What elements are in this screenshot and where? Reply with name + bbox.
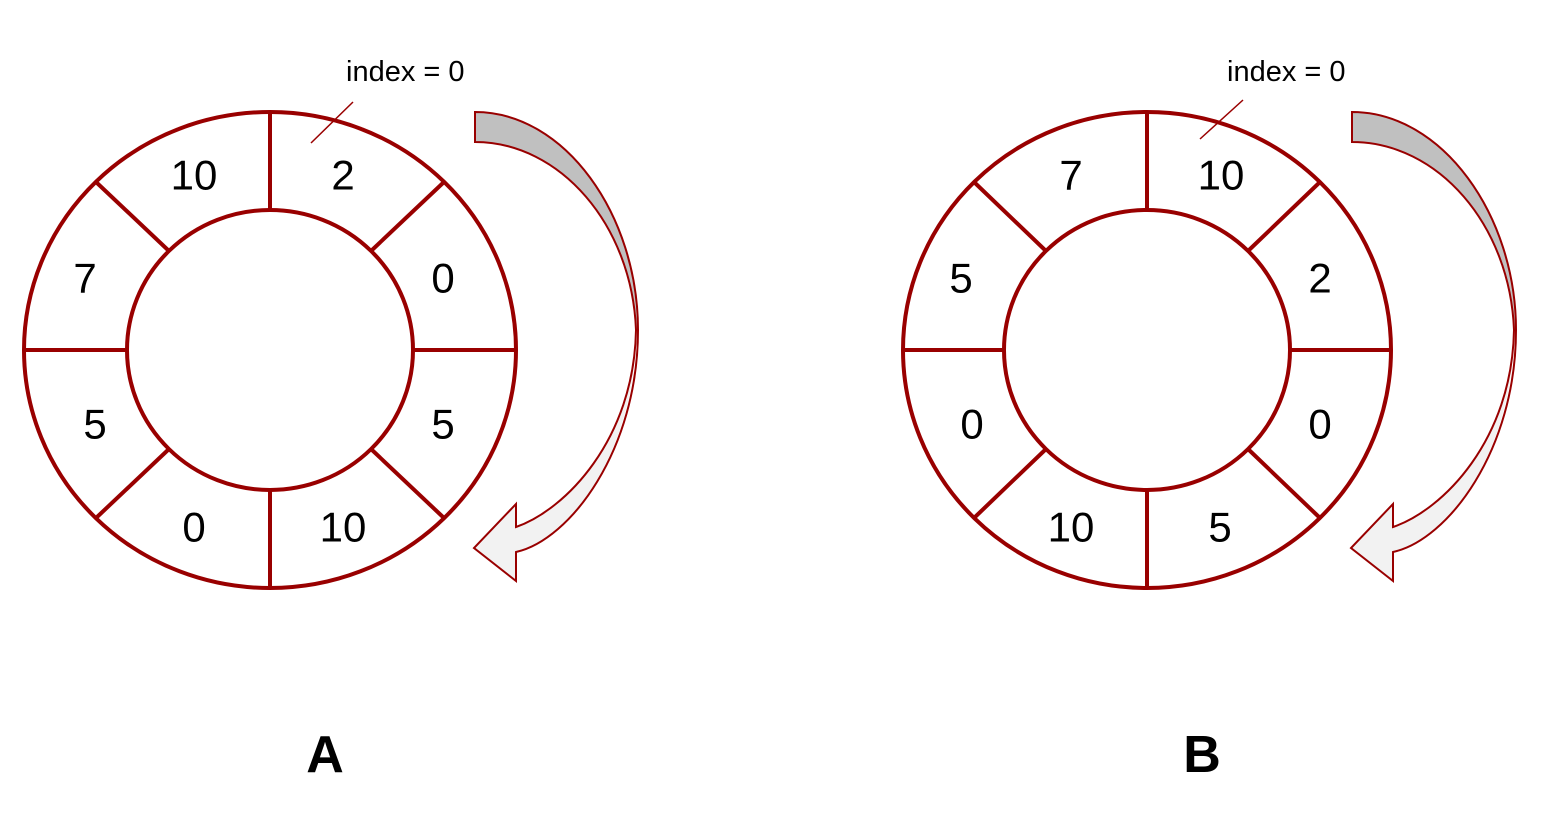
cell-b-0: 10	[1198, 152, 1245, 199]
cell-a-6: 7	[73, 255, 96, 302]
divider-b-bottom-right	[1246, 447, 1322, 520]
rotation-arrow-a-front	[474, 330, 636, 581]
divider-a-top-right	[369, 180, 446, 253]
divider-a-bottom-right	[369, 447, 446, 520]
rotation-arrow-b-outline	[1349, 110, 1518, 584]
index-label-b: index = 0	[1227, 56, 1346, 88]
index-pointer-a	[310, 101, 354, 144]
cells-b: 10 2 0 5 10 0 5 7	[949, 152, 1331, 551]
panel-label-b: B	[1183, 726, 1221, 784]
cell-a-3: 10	[320, 504, 367, 551]
cell-a-7: 10	[171, 152, 218, 199]
panel-label-a: A	[306, 726, 344, 784]
divider-b-top-left	[972, 180, 1048, 253]
cell-a-2: 5	[431, 401, 454, 448]
panel-a: 2 0 5 10 0 5 7 10 index = 0 A	[22, 56, 640, 784]
cell-b-2: 0	[1308, 401, 1331, 448]
inner-ring-a	[125, 208, 415, 492]
rotation-arrow-a	[472, 110, 640, 584]
panel-b: 10 2 0 5 10 0 5 7 index = 0 B	[901, 56, 1518, 784]
divider-b-bottom-left	[972, 447, 1048, 520]
divider-a-bottom-left	[94, 447, 171, 520]
rotation-arrow-b-front	[1351, 330, 1514, 581]
cell-b-4: 10	[1048, 504, 1095, 551]
rotation-arrow-b	[1349, 110, 1518, 584]
rotation-arrow-a-outline	[472, 110, 640, 584]
inner-ring-b	[1002, 208, 1292, 492]
cell-b-6: 5	[949, 255, 972, 302]
rotation-arrow-a-back	[475, 112, 638, 330]
cell-b-5: 0	[960, 401, 983, 448]
rotation-arrow-b-back	[1352, 112, 1516, 330]
cell-a-1: 0	[431, 255, 454, 302]
ring-a	[22, 110, 518, 590]
cell-a-5: 5	[83, 401, 106, 448]
divider-b-top-right	[1246, 180, 1322, 253]
cell-a-4: 0	[182, 504, 205, 551]
cell-b-3: 5	[1208, 504, 1231, 551]
cell-b-7: 7	[1059, 152, 1082, 199]
index-pointer-b	[1199, 99, 1244, 140]
ring-b	[901, 110, 1393, 590]
cells-a: 2 0 5 10 0 5 7 10	[73, 152, 454, 551]
index-label-a: index = 0	[346, 56, 465, 88]
divider-a-top-left	[94, 180, 171, 253]
cell-a-0: 2	[331, 152, 354, 199]
cell-b-1: 2	[1308, 255, 1331, 302]
